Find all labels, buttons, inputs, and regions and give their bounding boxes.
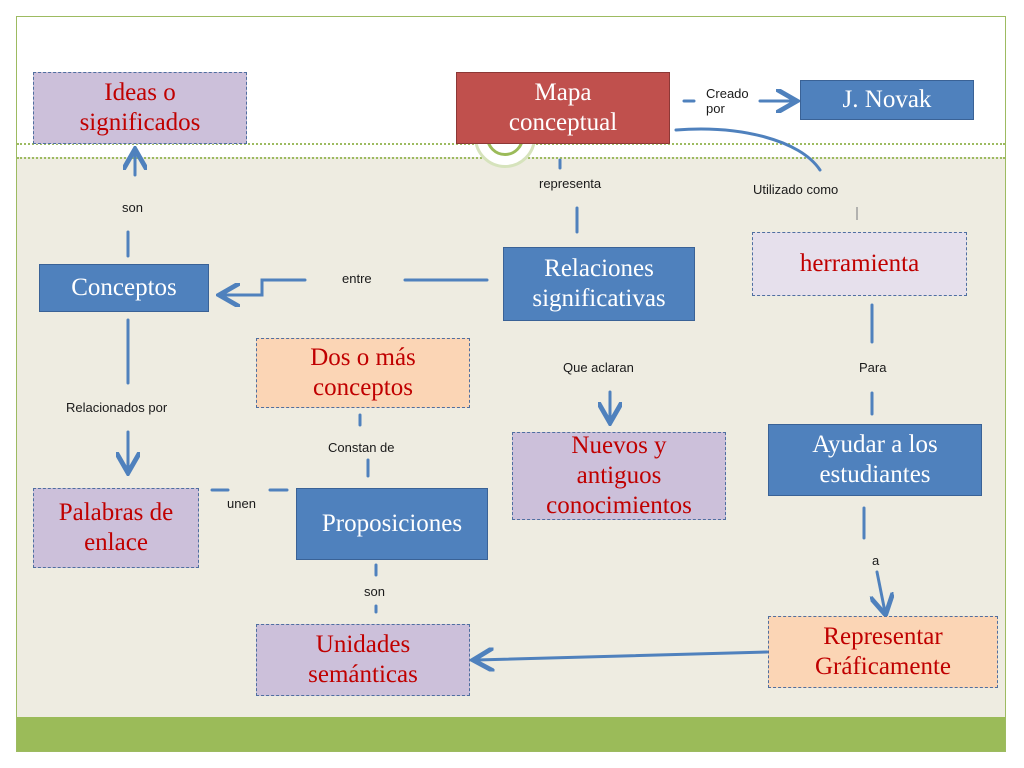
- node-mapa-conceptual: Mapa conceptual: [456, 72, 670, 144]
- label-unen: unen: [227, 496, 256, 511]
- node-nuevos-antiguos-text: Nuevos y antiguos conocimientos: [546, 432, 692, 519]
- node-unidades-semanticas: Unidades semánticas: [256, 624, 470, 696]
- node-ideas-significados: Ideas o significados: [33, 72, 247, 144]
- node-palabras-enlace: Palabras de enlace: [33, 488, 199, 568]
- node-nuevos-antiguos: Nuevos y antiguos conocimientos: [512, 432, 726, 520]
- label-representa: representa: [539, 176, 602, 191]
- label-entre: entre: [342, 271, 372, 286]
- label-para: Para: [859, 360, 887, 375]
- node-dos-o-mas-conceptos: Dos o más conceptos: [256, 338, 470, 408]
- connector-entre-conceptos: [222, 278, 307, 295]
- node-mapa-conceptual-text: Mapa conceptual: [508, 79, 618, 136]
- node-representar-graficamente: Representar Gráficamente: [768, 616, 998, 688]
- node-herramienta-text: herramienta: [799, 250, 920, 277]
- slide-footer-bar: [17, 717, 1005, 751]
- label-creado-por: Creado por: [706, 86, 749, 116]
- label-que-aclaran: Que aclaran: [563, 360, 634, 375]
- node-j-novak-text: J. Novak: [842, 86, 932, 113]
- node-representar-graficamente-text: Representar Gráficamente: [814, 623, 952, 680]
- node-conceptos: Conceptos: [39, 264, 209, 312]
- node-proposiciones: Proposiciones: [296, 488, 488, 560]
- label-utilizado-como: Utilizado como: [753, 182, 839, 197]
- connector-representar-unidades: [476, 652, 769, 660]
- node-j-novak: J. Novak: [800, 80, 974, 120]
- node-relaciones-significativas: Relaciones significativas: [503, 247, 695, 321]
- connector-a-representar: [877, 570, 885, 612]
- node-herramienta: herramienta: [752, 232, 967, 296]
- label-son-ideas: son: [122, 200, 143, 215]
- label-a: a: [872, 553, 880, 568]
- connector-mapa-utilizado: [674, 127, 822, 172]
- node-ayudar-estudiantes: Ayudar a los estudiantes: [768, 424, 982, 496]
- node-conceptos-text: Conceptos: [71, 274, 177, 301]
- label-constan-de: Constan de: [328, 440, 395, 455]
- node-relaciones-significativas-text: Relaciones significativas: [532, 255, 666, 312]
- node-proposiciones-text: Proposiciones: [321, 510, 463, 537]
- node-ideas-significados-text: Ideas o significados: [79, 79, 201, 136]
- label-relacionados-por: Relacionados por: [66, 400, 168, 415]
- node-palabras-enlace-text: Palabras de enlace: [58, 499, 174, 556]
- node-unidades-semanticas-text: Unidades semánticas: [308, 631, 418, 688]
- label-son-unidades: son: [364, 584, 385, 599]
- node-ayudar-estudiantes-text: Ayudar a los estudiantes: [812, 431, 938, 488]
- node-dos-o-mas-conceptos-text: Dos o más conceptos: [310, 344, 416, 401]
